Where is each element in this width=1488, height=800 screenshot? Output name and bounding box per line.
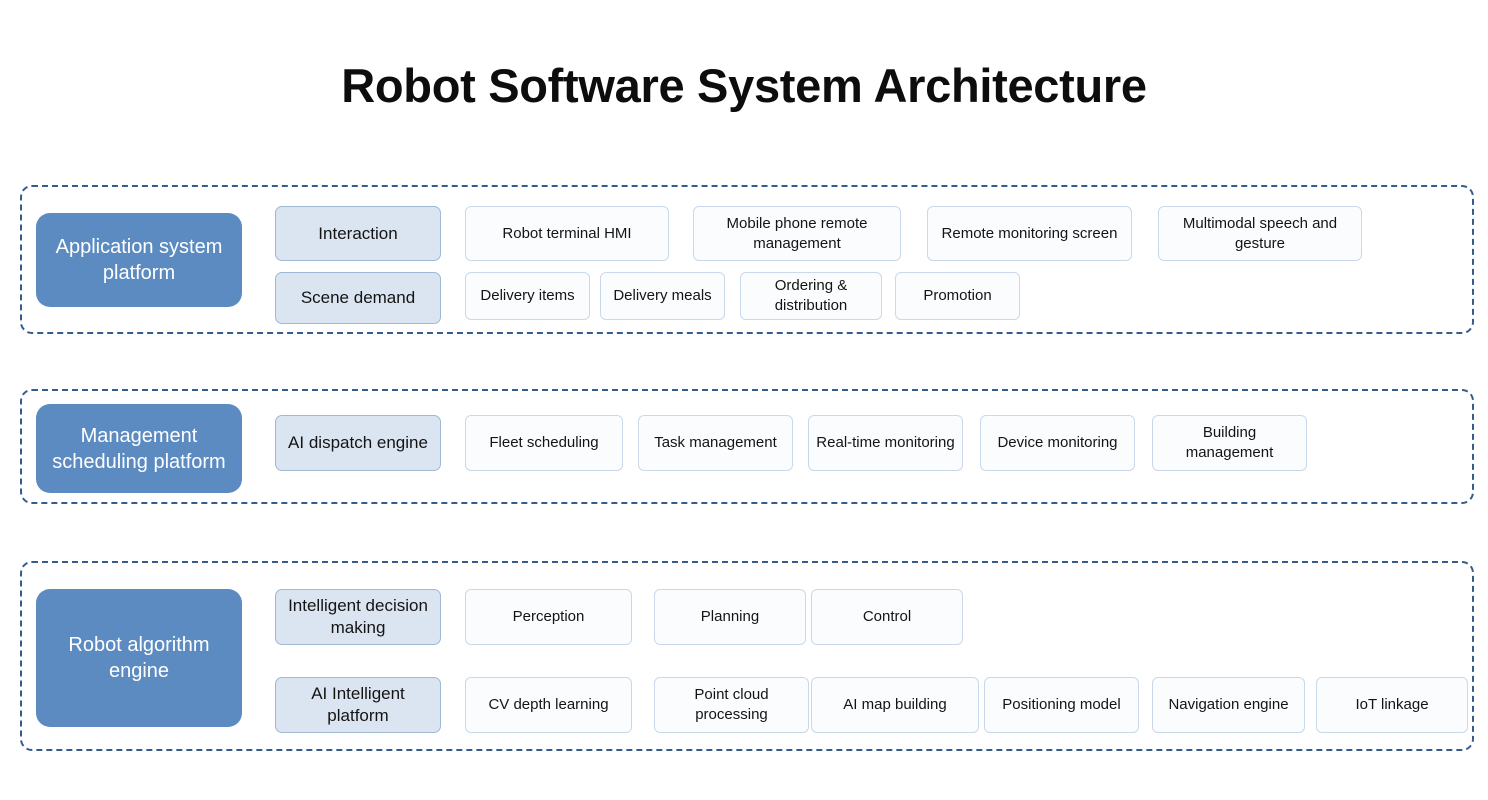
item-real-time-monitoring[interactable]: Real-time monitoring: [808, 415, 963, 471]
item-ai-map-building[interactable]: AI map building: [811, 677, 979, 733]
item-planning[interactable]: Planning: [654, 589, 806, 645]
item-iot-linkage[interactable]: IoT linkage: [1316, 677, 1468, 733]
item-control[interactable]: Control: [811, 589, 963, 645]
platform-label-robot-algorithm-engine: Robot algorithm engine: [36, 589, 242, 727]
section-robot-algorithm-engine: Robot algorithm engine Intelligent decis…: [20, 561, 1474, 751]
item-ordering-and-distribution[interactable]: Ordering & distribution: [740, 272, 882, 320]
item-positioning-model[interactable]: Positioning model: [984, 677, 1139, 733]
category-ai-intelligent-platform[interactable]: AI Intelligent platform: [275, 677, 441, 733]
category-interaction[interactable]: Interaction: [275, 206, 441, 261]
item-delivery-meals[interactable]: Delivery meals: [600, 272, 725, 320]
item-point-cloud-processing[interactable]: Point cloud processing: [654, 677, 809, 733]
item-robot-terminal-hmi[interactable]: Robot terminal HMI: [465, 206, 669, 261]
item-device-monitoring[interactable]: Device monitoring: [980, 415, 1135, 471]
item-delivery-items[interactable]: Delivery items: [465, 272, 590, 320]
item-cv-depth-learning[interactable]: CV depth learning: [465, 677, 632, 733]
section-application-system-platform: Application system platform Interaction …: [20, 185, 1474, 334]
item-perception[interactable]: Perception: [465, 589, 632, 645]
item-multimodal-speech-and-gesture[interactable]: Multimodal speech and gesture: [1158, 206, 1362, 261]
category-scene-demand[interactable]: Scene demand: [275, 272, 441, 324]
item-mobile-phone-remote-management[interactable]: Mobile phone remote management: [693, 206, 901, 261]
platform-label-application-system-platform: Application system platform: [36, 213, 242, 307]
item-promotion[interactable]: Promotion: [895, 272, 1020, 320]
category-ai-dispatch-engine[interactable]: AI dispatch engine: [275, 415, 441, 471]
item-building-management[interactable]: Building management: [1152, 415, 1307, 471]
page-title: Robot Software System Architecture: [341, 59, 1147, 112]
category-intelligent-decision-making[interactable]: Intelligent decision making: [275, 589, 441, 645]
section-management-scheduling-platform: Management scheduling platform AI dispat…: [20, 389, 1474, 504]
item-navigation-engine[interactable]: Navigation engine: [1152, 677, 1305, 733]
item-task-management[interactable]: Task management: [638, 415, 793, 471]
platform-label-management-scheduling-platform: Management scheduling platform: [36, 404, 242, 493]
item-fleet-scheduling[interactable]: Fleet scheduling: [465, 415, 623, 471]
item-remote-monitoring-screen[interactable]: Remote monitoring screen: [927, 206, 1132, 261]
